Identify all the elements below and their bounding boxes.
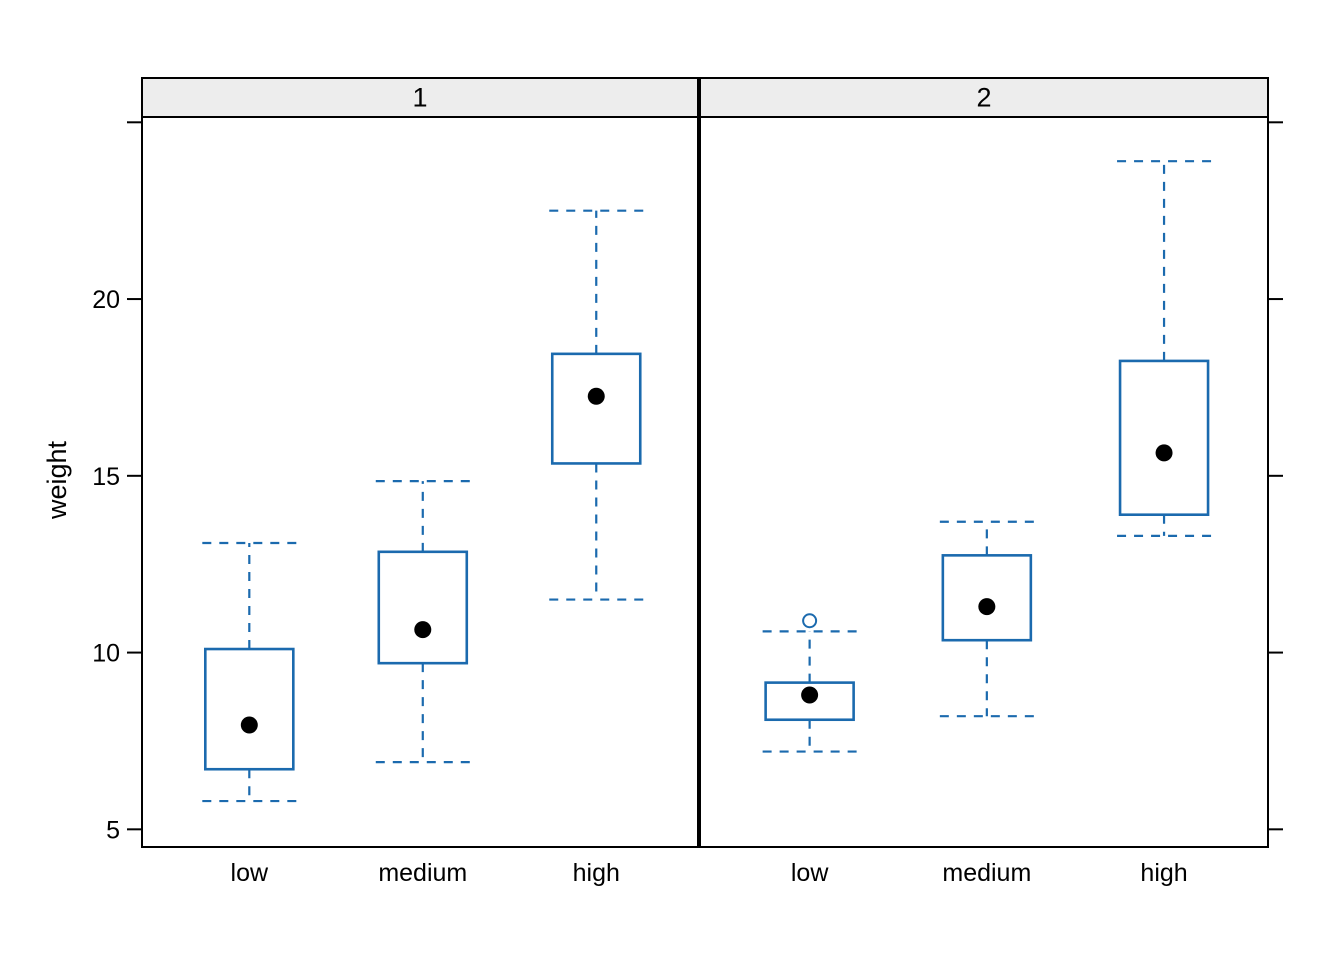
median-dot <box>1155 444 1173 462</box>
iqr-box <box>1118 359 1210 516</box>
median-dot <box>587 387 605 405</box>
x-category-label: medium <box>378 859 467 887</box>
iqr-box <box>377 550 469 665</box>
y-tick-label: 10 <box>92 640 120 668</box>
median-dot <box>978 598 996 616</box>
panel-strip <box>141 77 699 118</box>
median-dot <box>414 621 432 639</box>
y-tick-label: 20 <box>92 286 120 314</box>
x-category-label: medium <box>942 859 1031 887</box>
y-tick-label: 15 <box>92 463 120 491</box>
iqr-box <box>550 352 642 465</box>
panel-strip-label: 2 <box>976 83 991 113</box>
x-category-label: low <box>791 859 829 887</box>
x-category-label: low <box>231 859 269 887</box>
y-tick-label: 5 <box>106 816 120 844</box>
median-dot <box>801 686 819 704</box>
iqr-box <box>204 647 295 771</box>
panel-strip-label: 1 <box>412 83 427 113</box>
x-category-label: high <box>573 859 620 887</box>
x-category-label: high <box>1140 859 1187 887</box>
panel-border <box>699 116 1269 848</box>
median-dot <box>240 716 258 734</box>
iqr-box <box>941 554 1033 642</box>
panel-border <box>141 116 699 848</box>
outlier-point <box>802 613 818 629</box>
